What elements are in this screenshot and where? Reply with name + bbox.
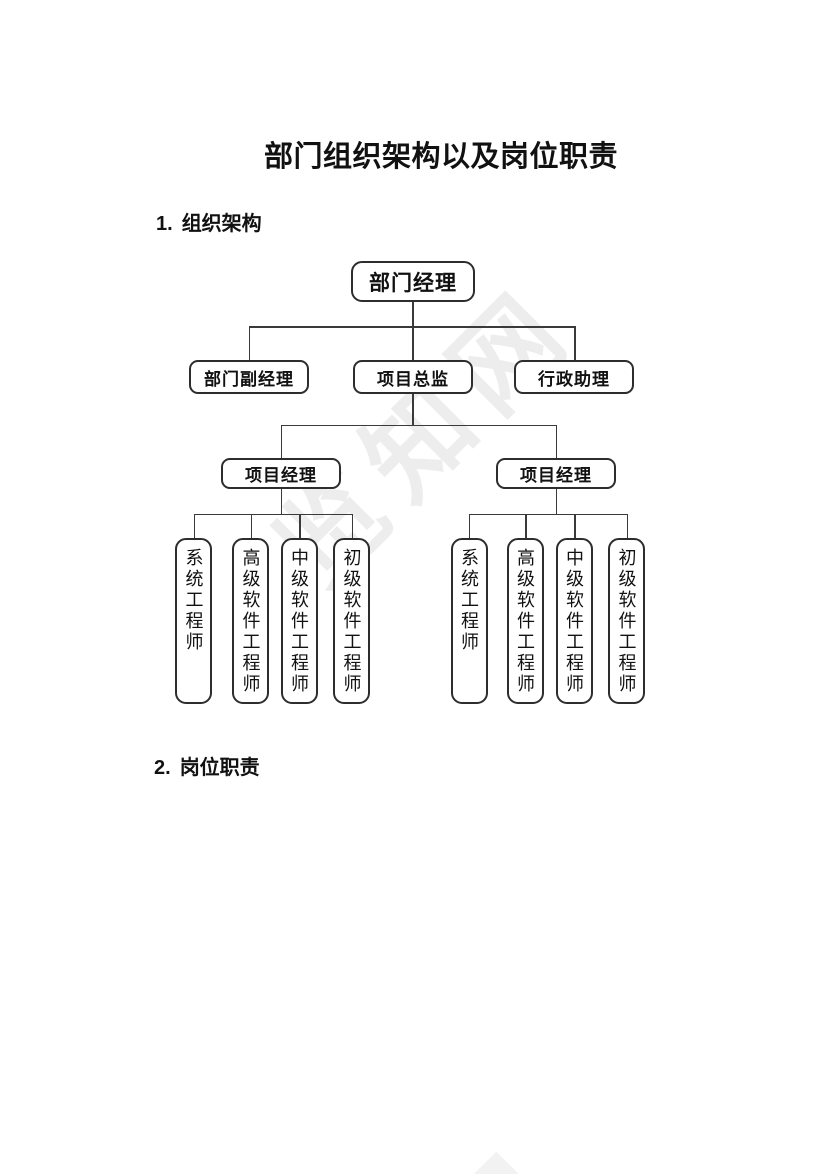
connector-line	[299, 514, 301, 539]
connector-line	[280, 489, 282, 514]
section-number: 1.	[156, 213, 173, 235]
org-node-system-engineer-right: 系统工程师	[450, 538, 488, 704]
section-title: 组织架构	[181, 213, 262, 235]
connector-line	[280, 425, 282, 458]
org-node-system-engineer-left: 系统工程师	[175, 538, 212, 704]
connector-line	[468, 513, 628, 515]
org-node-project-director: 项目总监	[353, 360, 473, 394]
connector-line	[351, 514, 353, 539]
section-heading-responsibilities: 2. 岗位职责	[154, 751, 260, 780]
org-node-admin-assistant: 行政助理	[514, 360, 634, 394]
document-title: 部门组织架构以及岗位职责	[264, 141, 619, 173]
connector-line	[555, 425, 557, 458]
connector-line	[248, 327, 250, 360]
connector-line	[193, 514, 195, 539]
connector-line	[248, 326, 576, 328]
connector-line	[412, 327, 414, 360]
org-node-deputy-department-manager: 部门副经理	[189, 360, 309, 394]
connector-line	[280, 424, 557, 426]
org-node-senior-software-engineer-right: 高级软件工程师	[506, 538, 544, 704]
connector-line	[412, 394, 414, 425]
org-node-project-manager-right: 项目经理	[496, 458, 616, 489]
org-node-project-manager-left: 项目经理	[221, 458, 341, 489]
org-node-mid-software-engineer-left: 中级软件工程师	[280, 538, 318, 704]
section-title: 岗位职责	[179, 757, 260, 779]
connector-line	[626, 514, 628, 539]
org-node-senior-software-engineer-left: 高级软件工程师	[232, 538, 269, 704]
connector-line	[525, 514, 527, 539]
org-node-mid-software-engineer-right: 中级软件工程师	[555, 538, 593, 704]
section-number: 2.	[154, 757, 171, 779]
org-node-department-manager: 部门经理	[351, 261, 475, 302]
connector-line	[574, 514, 576, 539]
connector-line	[250, 514, 252, 539]
connector-line	[412, 301, 414, 327]
connector-line	[555, 489, 557, 514]
section-heading-organization: 1. 组织架构	[156, 207, 262, 236]
connector-line	[574, 327, 576, 360]
connector-line	[193, 513, 353, 515]
connector-line	[468, 514, 470, 539]
org-node-junior-software-engineer-right: 初级软件工程师	[608, 538, 645, 704]
org-node-junior-software-engineer-left: 初级软件工程师	[333, 538, 370, 704]
